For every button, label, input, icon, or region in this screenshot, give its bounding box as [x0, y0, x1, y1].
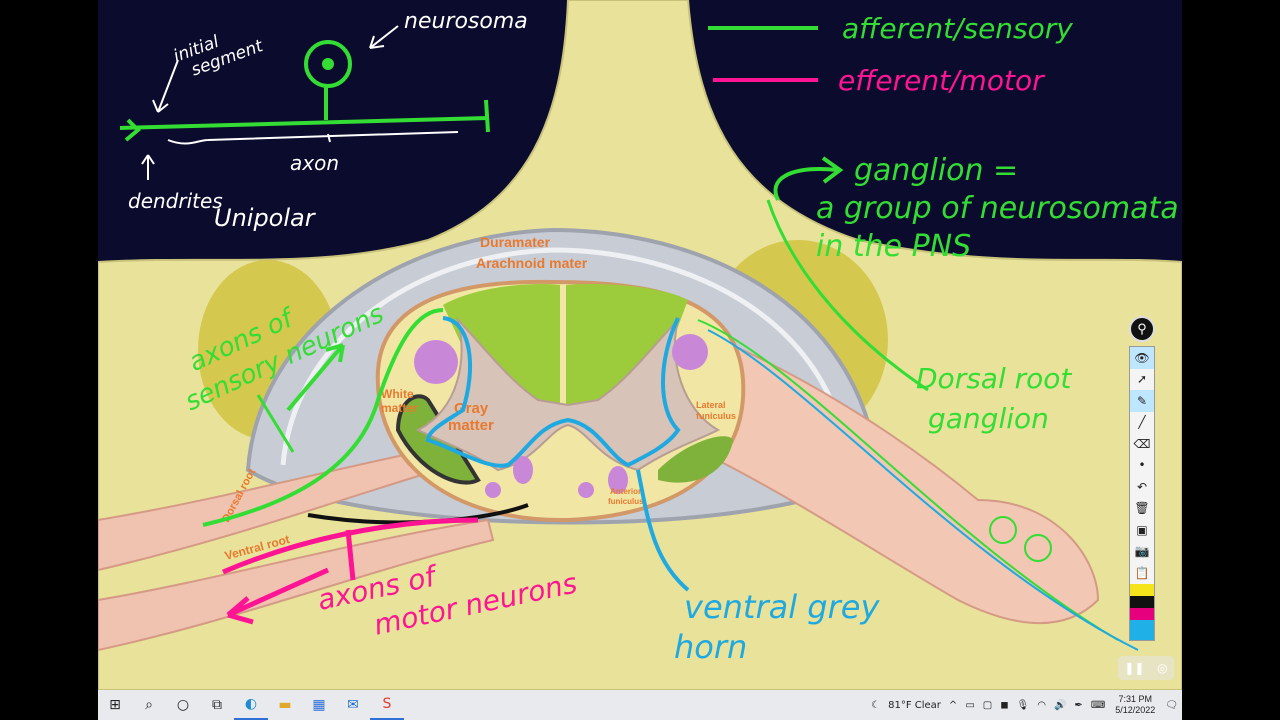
volume-icon[interactable]: 🔊 [1053, 699, 1067, 711]
axon-note: axon [290, 151, 339, 175]
cyan-swatch[interactable] [1130, 619, 1154, 640]
start-icon[interactable]: ⊞ [109, 697, 121, 713]
mail-icon[interactable]: ✉ [347, 697, 359, 713]
edge-icon[interactable]: ◐ [234, 690, 268, 720]
clock[interactable]: 7:31 PM 5/12/2022 [1109, 694, 1161, 716]
dura-label: Duramater [480, 234, 551, 250]
neurosoma-note: neurosoma [404, 9, 528, 34]
eye-icon[interactable]: 👁 [1130, 347, 1154, 369]
tray-chevron-icon[interactable]: ^ [948, 699, 958, 711]
highlighter-icon[interactable]: ✎ [1130, 390, 1154, 412]
unipolar-neuron-drawing [119, 40, 490, 142]
eraser-icon[interactable]: ⌫ [1133, 436, 1151, 451]
legend-efferent: efferent/motor [838, 64, 1045, 97]
whiteboard-icon[interactable]: ▣ [1136, 522, 1148, 537]
dot-icon[interactable]: • [1138, 458, 1146, 473]
pin-icon[interactable]: ⚲ [1129, 316, 1155, 342]
clipboard-icon[interactable]: 📋 [1134, 565, 1150, 580]
arachnoid-label: Arachnoid mater [476, 255, 588, 271]
black-swatch[interactable] [1130, 595, 1154, 608]
yellow-swatch[interactable] [1130, 583, 1154, 596]
weather-icon[interactable]: ☾ [871, 699, 881, 711]
system-tray: ☾ 81°F Clear ^ ▭ ▢ ◼ 🎙 ◠ 🔊 ✒ ⌨ 7:31 PM 5… [867, 690, 1182, 720]
windows-taskbar: ⊞ ⌕ ○ ⧉ ◐ ▬ ▦ ✉ S ☾ 81°F Clear ^ ▭ ▢ ◼ 🎙… [98, 690, 1182, 720]
webcam-icon[interactable]: ◎ [1157, 661, 1168, 675]
mini-player-controls: ❚❚ ◎ [1118, 656, 1174, 680]
clock-date: 5/12/2022 [1115, 705, 1156, 715]
cursor-icon[interactable]: ➚ [1136, 372, 1148, 387]
display-icon[interactable]: ▢ [982, 699, 993, 711]
tablet-icon[interactable]: ▭ [965, 699, 975, 711]
annotation-toolbar: ⚲ 👁 ➚ ✎ ╱ ⌫ • ↶ 🗑 ▣ 📷 📋 [1129, 316, 1155, 641]
pen-icon[interactable]: ╱ [1138, 415, 1146, 430]
microphone-icon[interactable]: 🎙 [1016, 699, 1030, 711]
camera-tray-icon[interactable]: ◼ [1000, 699, 1009, 711]
undo-icon[interactable]: ↶ [1136, 479, 1148, 494]
keyboard-icon[interactable]: ⌨ [1090, 699, 1106, 711]
screencast-app-icon[interactable]: S [370, 690, 404, 720]
magenta-swatch[interactable] [1130, 607, 1154, 620]
notifications-icon[interactable]: 🗨 [1165, 699, 1178, 711]
pause-icon[interactable]: ❚❚ [1124, 661, 1145, 675]
store-icon[interactable]: ▦ [312, 697, 326, 713]
dendrites-note: dendrites [128, 189, 223, 213]
weather-text[interactable]: 81°F Clear [888, 699, 941, 711]
pen-workspace-icon[interactable]: ✒ [1074, 699, 1083, 711]
search-icon[interactable]: ⌕ [145, 697, 153, 713]
wifi-icon[interactable]: ◠ [1037, 699, 1046, 711]
clock-time: 7:31 PM [1118, 694, 1153, 704]
legend-afferent: afferent/sensory [842, 12, 1073, 45]
trash-icon[interactable]: 🗑 [1134, 501, 1150, 516]
task-view-icon[interactable]: ⧉ [212, 697, 222, 713]
file-explorer-icon[interactable]: ▬ [278, 697, 292, 713]
unipolar-note: Unipolar [214, 204, 317, 232]
cortana-icon[interactable]: ○ [176, 697, 190, 713]
camera-icon[interactable]: 📷 [1134, 544, 1150, 559]
